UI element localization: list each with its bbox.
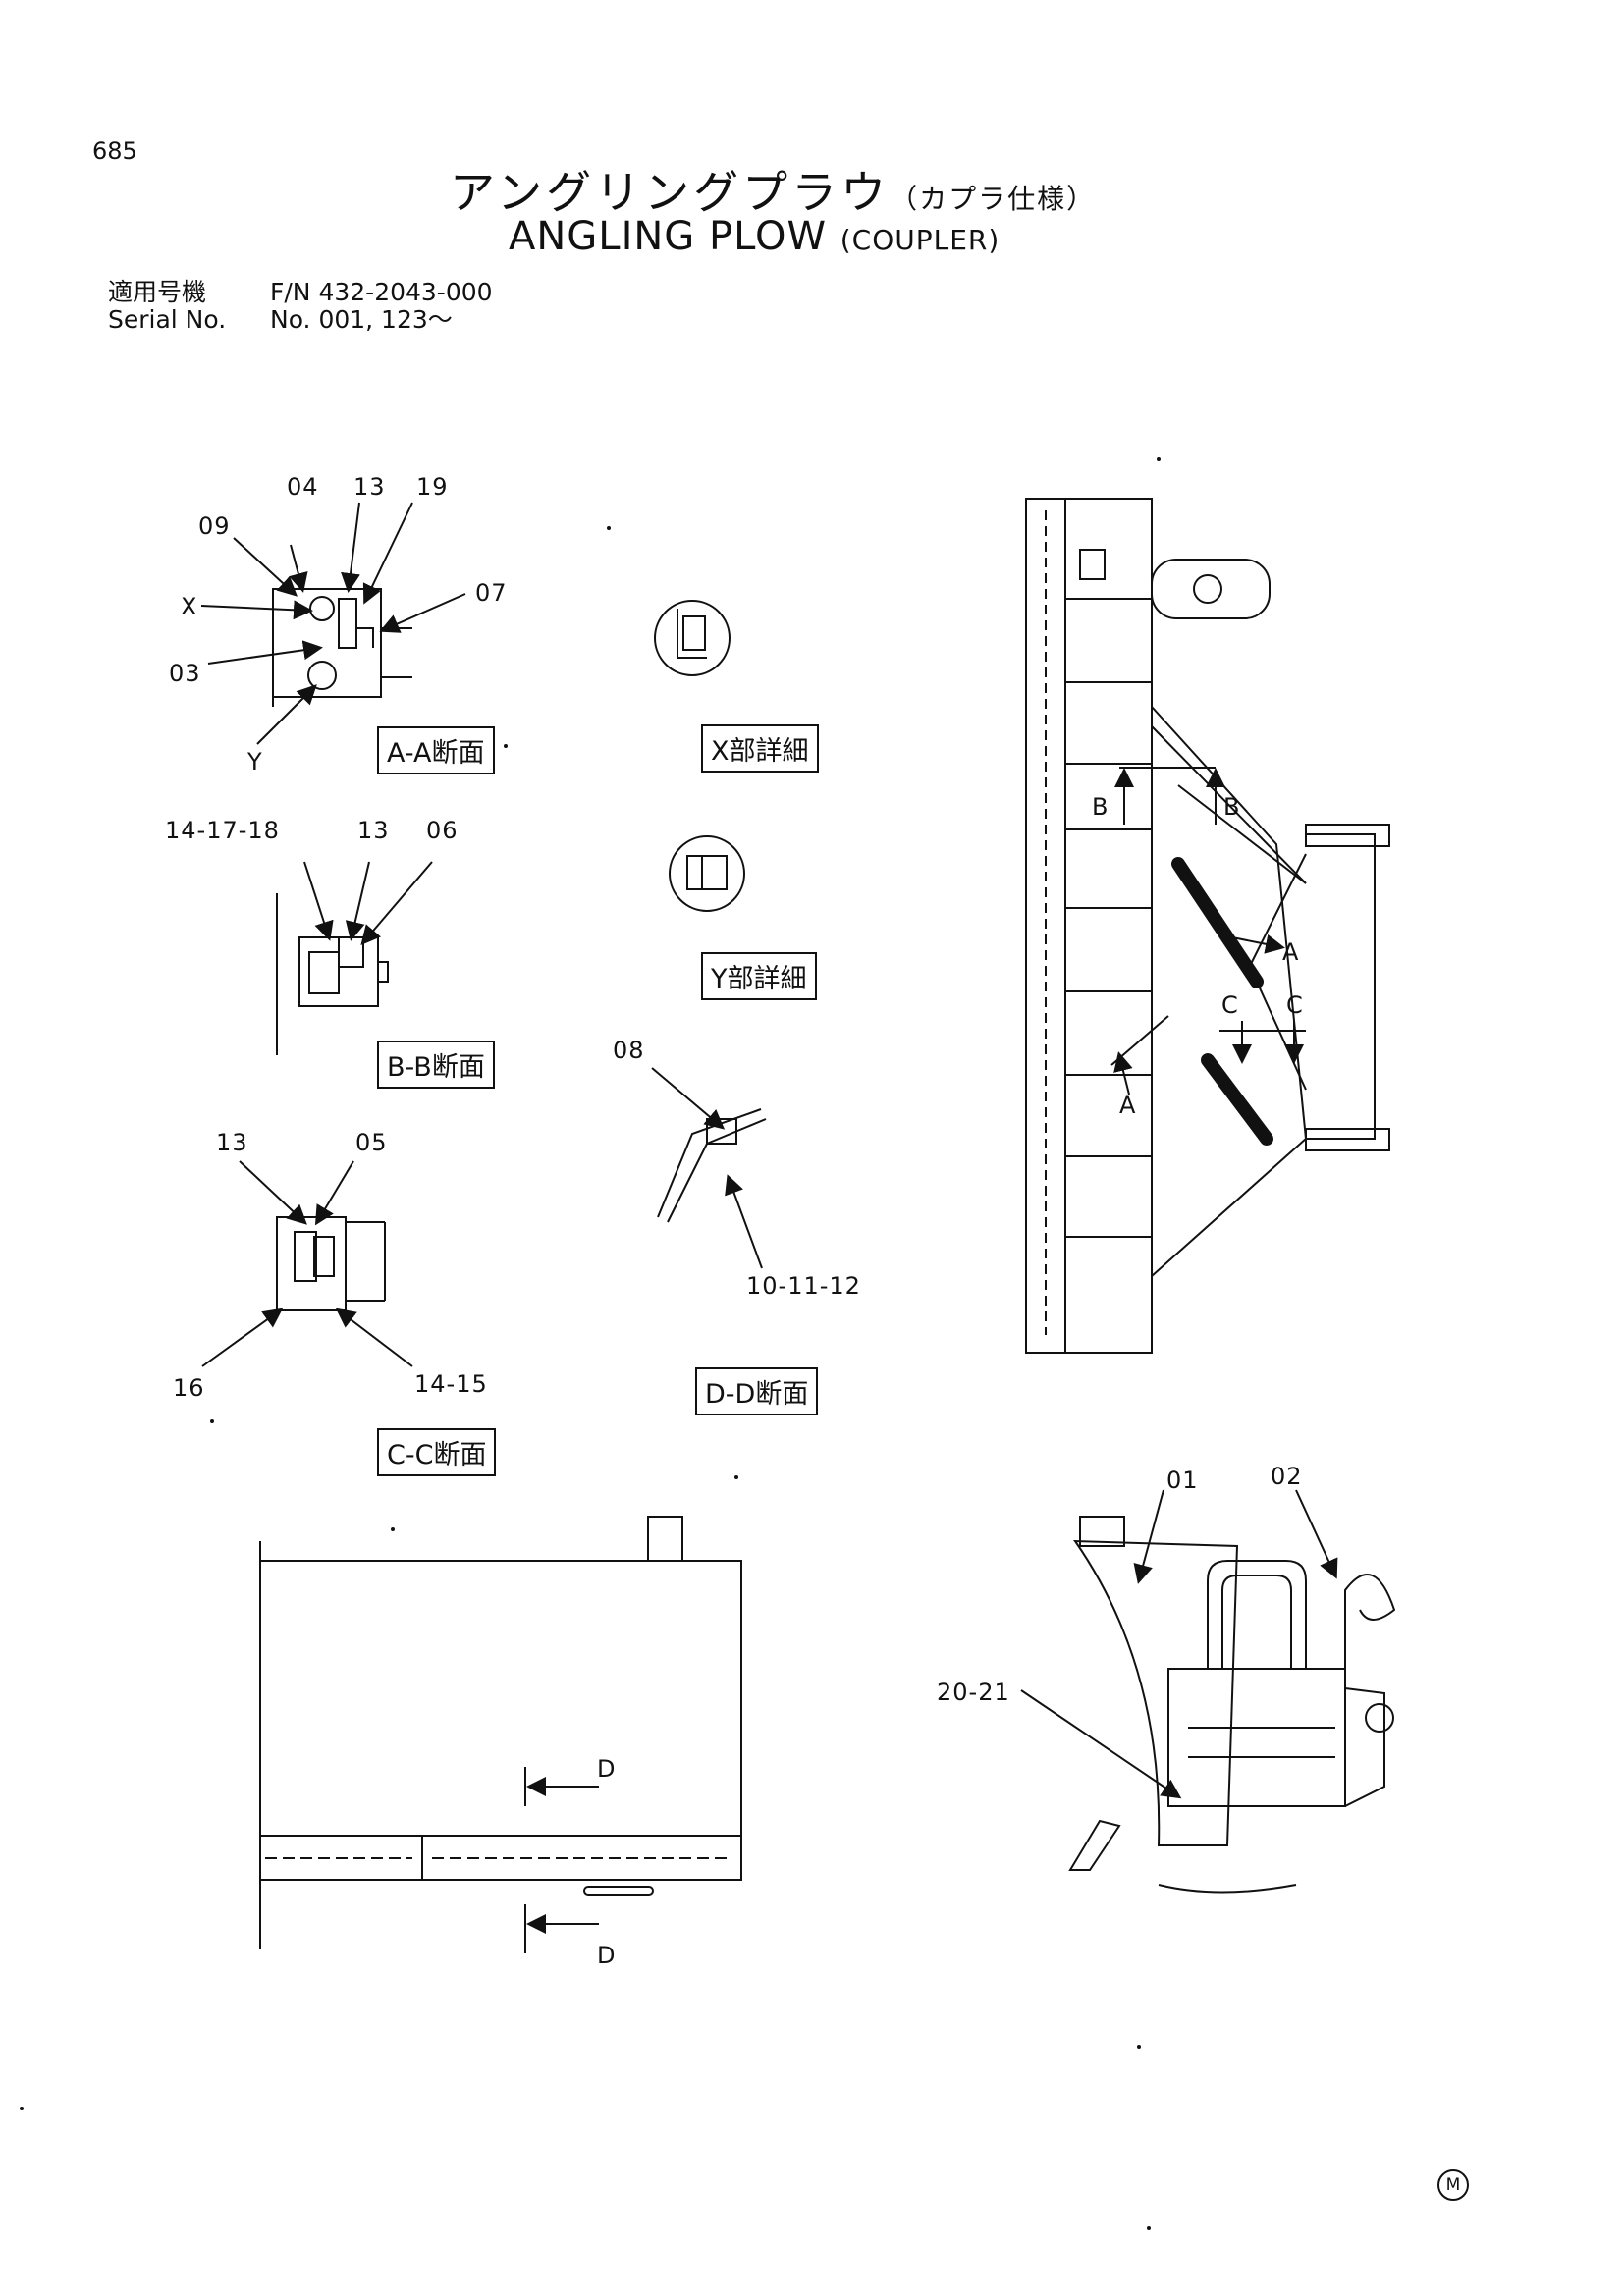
section-aa-drawing (200, 502, 466, 745)
callout-aa-x: X (181, 593, 198, 620)
callout-bb-13: 13 (357, 817, 390, 844)
section-label-aa: A-A断面 (377, 726, 495, 774)
callout-aa-y: Y (247, 748, 263, 775)
callout-dd-08: 08 (613, 1037, 645, 1064)
side-view-drawing (1020, 1489, 1396, 1894)
section-cc-drawing (201, 1160, 413, 1367)
title-en-sub: (COUPLER) (839, 224, 1001, 256)
title-en-main: ANGLING PLOW (509, 214, 828, 259)
plan-view-drawing (259, 1516, 742, 1953)
section-dd-drawing (651, 1067, 767, 1269)
callout-side-20-21: 20-21 (937, 1679, 1010, 1706)
callout-side-02: 02 (1271, 1463, 1303, 1490)
callout-cc-16: 16 (173, 1374, 205, 1402)
title-japanese: アングリングプラウ（カプラ仕様） (450, 157, 1096, 222)
callout-aa-07: 07 (475, 579, 508, 607)
section-label-dd: D-D断面 (695, 1367, 819, 1415)
callout-plan-d-top: D (597, 1755, 617, 1783)
page-number: 685 (92, 137, 137, 165)
serial-label: Serial No. (108, 305, 227, 334)
callout-plan-d-bottom: D (597, 1942, 617, 1969)
callout-main-b-left: B (1092, 793, 1110, 821)
callout-main-a-top: A (1282, 938, 1300, 966)
title-jp-sub: （カプラ仕様） (890, 183, 1097, 215)
section-bb-drawing (276, 861, 433, 1055)
callout-bb-06: 06 (426, 817, 459, 844)
x-detail-drawing (654, 600, 731, 676)
section-label-bb: B-B断面 (377, 1041, 495, 1089)
model-label: 適用号機 (108, 278, 207, 306)
callout-aa-13: 13 (353, 473, 386, 501)
manual-mark: M (1437, 2169, 1469, 2201)
model-row: 適用号機 F/N 432-2043-000 (108, 273, 493, 308)
callout-dd-10-11-12: 10-11-12 (746, 1272, 861, 1300)
callout-side-01: 01 (1166, 1467, 1199, 1494)
y-detail-drawing (669, 835, 745, 912)
callout-aa-04: 04 (287, 473, 319, 501)
title-jp-main: アングリングプラウ (450, 166, 891, 219)
model-value: F/N 432-2043-000 (270, 278, 493, 306)
main-front-view-drawing (1025, 498, 1390, 1354)
callout-cc-13: 13 (216, 1129, 248, 1156)
callout-bb-14-17-18: 14-17-18 (165, 817, 280, 844)
callout-main-c-right: C (1286, 991, 1304, 1019)
serial-row: Serial No. No. 001, 123～ (108, 300, 453, 336)
callout-main-c-left: C (1221, 991, 1239, 1019)
serial-value: No. 001, 123～ (270, 305, 453, 334)
callout-main-b-right: B (1223, 793, 1241, 821)
callout-cc-14-15: 14-15 (414, 1370, 488, 1398)
scan-dots (20, 457, 1161, 2230)
section-label-cc: C-C断面 (377, 1428, 497, 1476)
x-detail-label: X部詳細 (701, 724, 819, 773)
callout-cc-05: 05 (355, 1129, 388, 1156)
callout-aa-03: 03 (169, 660, 201, 687)
callout-aa-19: 19 (416, 473, 449, 501)
y-detail-label: Y部詳細 (701, 952, 817, 1000)
title-english: ANGLING PLOW (COUPLER) (509, 214, 1000, 259)
callout-main-a-bottom: A (1119, 1092, 1137, 1119)
callout-aa-09: 09 (198, 512, 231, 540)
